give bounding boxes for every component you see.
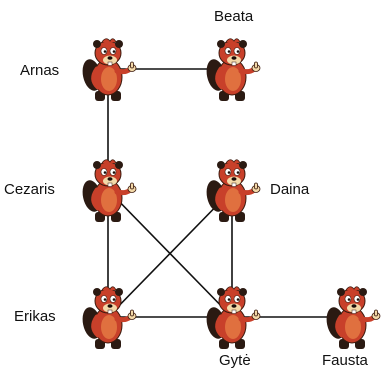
node-label-gyte: Gytė: [219, 352, 251, 369]
beaver-icon: [324, 287, 380, 349]
nodes-layer: [80, 39, 380, 349]
edge-daina-erikas: [107, 189, 233, 318]
beaver-icon: [80, 39, 136, 101]
beaver-icon: [80, 160, 136, 222]
node-label-fausta: Fausta: [322, 352, 368, 369]
node-label-daina: Daina: [270, 181, 310, 198]
beaver-icon: [204, 160, 260, 222]
node-label-cezaris: Cezaris: [4, 181, 55, 198]
node-label-arnas: Arnas: [20, 62, 60, 79]
node-label-erikas: Erikas: [14, 308, 56, 325]
beaver-icon: [204, 39, 260, 101]
node-label-beata: Beata: [214, 8, 254, 25]
